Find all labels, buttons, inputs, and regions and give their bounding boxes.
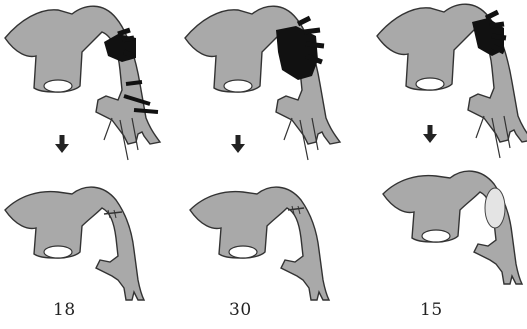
aorta-before-1	[5, 6, 160, 160]
down-arrow-icon	[231, 135, 245, 153]
panel-label-2: 30	[229, 300, 252, 320]
graft-2	[276, 26, 318, 80]
column-3	[377, 4, 527, 284]
down-arrow-icon	[423, 125, 437, 143]
aorta-after-2	[190, 187, 329, 300]
aorta-after-3	[383, 171, 522, 284]
panel-label-3: 15	[420, 300, 443, 320]
panel-label-1: 18	[53, 300, 76, 320]
aorta-after-1	[5, 187, 144, 300]
aorta-before-3	[377, 4, 527, 158]
aorta-before-2	[185, 6, 340, 160]
column-1	[5, 6, 160, 300]
oval-patch	[485, 188, 505, 228]
down-arrow-icon	[55, 135, 69, 153]
column-2	[185, 6, 340, 300]
